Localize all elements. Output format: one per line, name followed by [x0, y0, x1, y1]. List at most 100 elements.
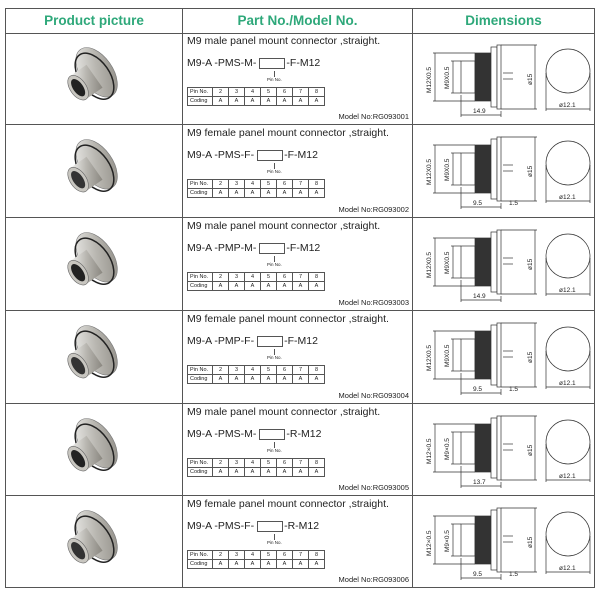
model-number: Model No:RG093001 — [338, 112, 409, 121]
dimension-drawing-icon: M12X0.5 M9X0.5 ø15 9.5 1.5 ø12.1 — [426, 322, 591, 395]
coding-value: A — [244, 374, 261, 384]
coding-value: A — [276, 374, 293, 384]
product-description: M9 male panel mount connector ,straight. — [187, 35, 381, 47]
dimension-label: M9X0.5 — [444, 344, 451, 367]
part-number-pattern: M9-A -PMS-F- -R-M12 — [187, 520, 319, 532]
pin-number-value: 3 — [228, 272, 245, 282]
table-row: M9 female panel mount connector ,straigh… — [6, 496, 594, 587]
dimension-label: ø15 — [527, 444, 534, 456]
part-number-suffix: -F-M12 — [284, 149, 318, 161]
part-number-suffix: -R-M12 — [284, 520, 320, 532]
pin-number-value: 7 — [292, 179, 309, 189]
pin-number-value: 2 — [212, 458, 229, 468]
dimension-label: ø12.1 — [559, 565, 576, 572]
product-picture-cell — [6, 496, 182, 587]
pin-number-value: 6 — [276, 87, 293, 97]
part-number-suffix: -F-M12 — [286, 57, 321, 69]
pin-number-value: 5 — [260, 365, 277, 375]
dimension-label: M9X0.5 — [444, 66, 451, 89]
coding-value: A — [260, 281, 277, 291]
model-number: Model No:RG093006 — [338, 575, 409, 584]
pin-pointer-line — [274, 71, 275, 77]
coding-value: A — [292, 281, 309, 291]
part-number-cell: M9 male panel mount connector ,straight.… — [183, 218, 412, 310]
pin-number-value: 8 — [308, 550, 325, 560]
pin-number-value: 2 — [212, 179, 229, 189]
part-number-pattern: M9-A -PMP-M- -F-M12 — [187, 242, 320, 254]
pin-number-value: 4 — [244, 365, 261, 375]
table-row: M9 male panel mount connector ,straight.… — [6, 218, 594, 311]
pin-number-value: 3 — [228, 365, 245, 375]
pin-number-value: 4 — [244, 272, 261, 282]
dimensions-cell: M12X0.5 M9X0.5 ø15 14.9 ø12.1 — [413, 218, 594, 310]
product-picture-cell — [6, 33, 182, 124]
part-number-prefix: M9-A -PMS-F- — [187, 520, 255, 532]
part-number-suffix: -F-M12 — [284, 335, 318, 347]
coding-value: A — [308, 188, 325, 198]
pin-number-placeholder-box — [259, 428, 286, 440]
dimension-label: M9×0.5 — [444, 530, 451, 552]
table-row: M9 female panel mount connector ,straigh… — [6, 311, 594, 404]
dimension-label: 14.9 — [473, 293, 486, 300]
dimension-label: M12X0.5 — [426, 67, 433, 93]
product-description: M9 female panel mount connector ,straigh… — [187, 127, 389, 139]
coding-value: A — [212, 374, 229, 384]
dimension-label: M9X0.5 — [444, 251, 451, 274]
product-picture-cell — [6, 311, 182, 403]
pin-pointer-line — [274, 442, 275, 448]
part-number-cell: M9 female panel mount connector ,straigh… — [183, 311, 412, 403]
dimension-drawing-icon: M12×0.5 M9×0.5 ø15 13.7 ø12.1 — [426, 415, 591, 488]
pin-number-value: 6 — [276, 550, 293, 560]
dimension-label: 1.5 — [509, 571, 518, 578]
pin-number-value: 5 — [260, 272, 277, 282]
coding-value: A — [260, 467, 277, 477]
part-number-prefix: M9-A -PMS-F- — [187, 149, 255, 161]
dimensions-cell: M12×0.5 M9×0.5 ø15 13.7 ø12.1 — [413, 404, 594, 495]
pin-number-caption: Pin No. — [267, 169, 282, 174]
coding-value: A — [292, 96, 309, 106]
pin-number-value: 5 — [260, 458, 277, 468]
coding-value: A — [276, 96, 293, 106]
connector-photo-icon — [67, 232, 118, 286]
pin-row-label: Pin No. — [187, 550, 213, 560]
coding-value: A — [308, 559, 325, 569]
model-number: Model No:RG093004 — [338, 391, 409, 400]
pin-number-value: 5 — [260, 87, 277, 97]
pin-pointer-line — [274, 163, 275, 169]
dimension-label: 14.9 — [473, 108, 486, 115]
pin-number-value: 5 — [260, 550, 277, 560]
table-row: M9 male panel mount connector ,straight.… — [6, 404, 594, 496]
dimension-drawing-icon: M12X0.5 M9X0.5 ø15 9.5 1.5 ø12.1 — [426, 136, 591, 209]
model-number: Model No:RG093005 — [338, 483, 409, 492]
pin-number-value: 4 — [244, 458, 261, 468]
pin-number-value: 8 — [308, 179, 325, 189]
pin-number-value: 4 — [244, 179, 261, 189]
product-description: M9 female panel mount connector ,straigh… — [187, 498, 389, 510]
pin-number-value: 7 — [292, 87, 309, 97]
pin-number-value: 8 — [308, 87, 325, 97]
dimension-label: M12X0.5 — [426, 345, 433, 371]
pin-number-value: 4 — [244, 87, 261, 97]
table-row: M9 male panel mount connector ,straight.… — [6, 33, 594, 125]
connector-photo-icon — [67, 418, 118, 472]
part-number-prefix: M9-A -PMS-M- — [187, 57, 257, 69]
pin-row-label: Pin No. — [187, 87, 213, 97]
coding-value: A — [244, 281, 261, 291]
part-number-prefix: M9-A -PMP-M- — [187, 242, 257, 254]
pin-number-value: 6 — [276, 458, 293, 468]
product-picture-cell — [6, 218, 182, 310]
dimension-label: 9.5 — [473, 386, 482, 393]
dimension-label: ø15 — [527, 165, 534, 177]
coding-value: A — [244, 467, 261, 477]
dimension-drawing-icon: M12×0.5 M9×0.5 ø15 9.5 1.5 ø12.1 — [426, 507, 591, 580]
product-picture-cell — [6, 404, 182, 495]
coding-value: A — [244, 559, 261, 569]
coding-value: A — [228, 188, 245, 198]
product-picture-cell — [6, 125, 182, 217]
